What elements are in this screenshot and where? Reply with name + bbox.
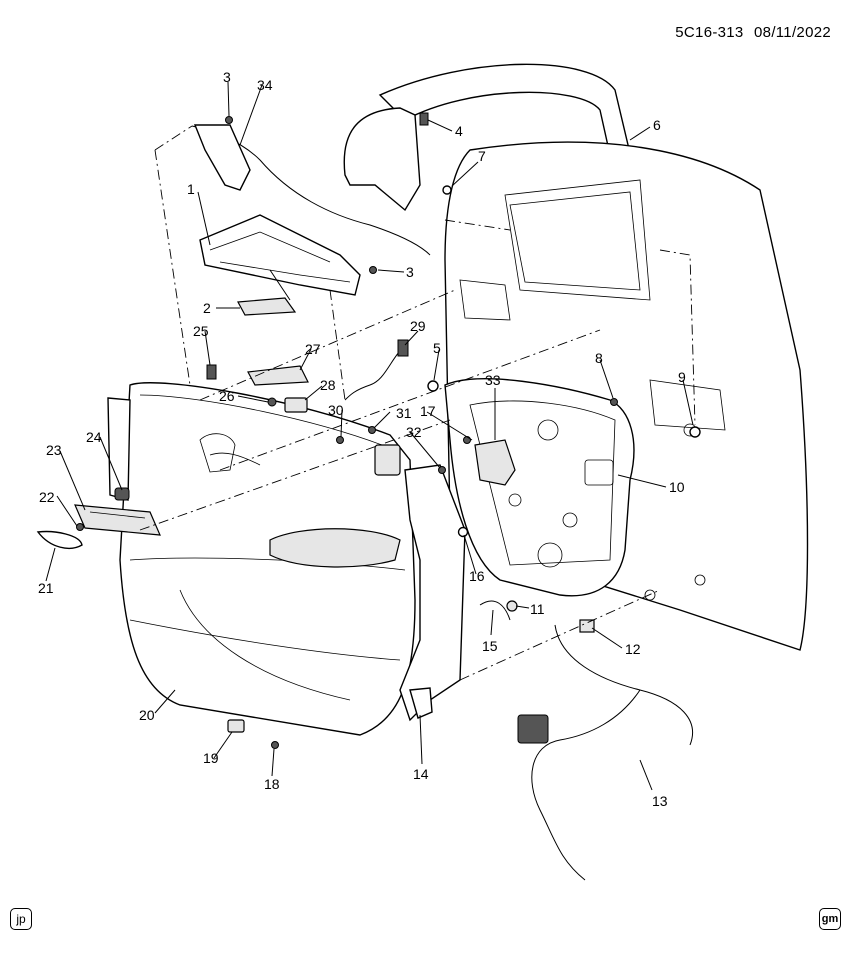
callout-5: 5 [433, 340, 441, 356]
armrest-bracket [199, 214, 361, 296]
callout-27: 27 [305, 341, 321, 357]
mirror-patch [343, 107, 452, 212]
grommet-11 [506, 600, 518, 612]
gm-logo-icon: gm [819, 908, 841, 930]
callout-9: 9 [678, 369, 686, 385]
door-harness-13 [531, 624, 693, 881]
callout-7: 7 [478, 148, 486, 164]
leader-lines [45, 81, 694, 791]
callout-19: 19 [203, 750, 219, 766]
fasteners [206, 116, 701, 749]
callout-18: 18 [264, 776, 280, 792]
connector-29 [397, 339, 409, 357]
callout-21: 21 [38, 580, 54, 596]
switch-bezel [74, 487, 161, 536]
callout-labels: 1 2 3 3 4 5 6 7 8 9 10 11 12 13 14 15 16… [38, 69, 686, 809]
callout-26: 26 [219, 388, 235, 404]
callout-28: 28 [320, 377, 336, 393]
jp-badge-icon: jp [10, 908, 32, 930]
cap-21 [36, 530, 83, 549]
harness-15 [479, 600, 511, 621]
callout-34: 34 [257, 77, 273, 93]
callout-4: 4 [455, 123, 463, 139]
callout-14: 14 [413, 766, 429, 782]
door-trim-panel [119, 382, 416, 736]
diagram-code: 5C16-313 [675, 24, 744, 41]
screw-22 [76, 523, 84, 531]
callout-6: 6 [653, 117, 661, 133]
harness-connector [517, 714, 549, 744]
callout-33: 33 [485, 372, 501, 388]
callout-3-mid: 3 [406, 264, 414, 280]
callout-11: 11 [530, 601, 545, 617]
callout-32: 32 [406, 424, 422, 440]
window-regulator [444, 378, 635, 597]
callout-3-top: 3 [223, 69, 231, 85]
callout-22: 22 [39, 489, 55, 505]
callout-12: 12 [625, 641, 641, 657]
callout-20: 20 [139, 707, 155, 723]
harness-34-bracket [193, 124, 251, 191]
callout-30: 30 [328, 402, 344, 418]
callout-8: 8 [595, 350, 603, 366]
harness-29 [344, 344, 406, 401]
callout-31: 31 [396, 405, 412, 421]
deflector-tab-14 [409, 687, 433, 719]
callout-10: 10 [669, 479, 685, 495]
callout-16: 16 [469, 568, 485, 584]
bracket-33 [474, 439, 516, 486]
callout-15: 15 [482, 638, 498, 654]
alignment-lines [139, 125, 696, 681]
water-deflector [399, 464, 466, 722]
callout-23: 23 [46, 442, 62, 458]
callout-17: 17 [420, 403, 436, 419]
callout-24: 24 [86, 429, 102, 445]
callout-2: 2 [203, 300, 211, 316]
diagram-header: 5C16-313 08/11/2022 [669, 24, 831, 41]
callout-13: 13 [652, 793, 668, 809]
trim-edge-strip [107, 397, 131, 501]
callout-1: 1 [187, 181, 195, 197]
callout-25: 25 [193, 323, 209, 339]
callout-29: 29 [410, 318, 426, 334]
diagram-date: 08/11/2022 [754, 24, 831, 41]
switch-2 [237, 297, 297, 316]
